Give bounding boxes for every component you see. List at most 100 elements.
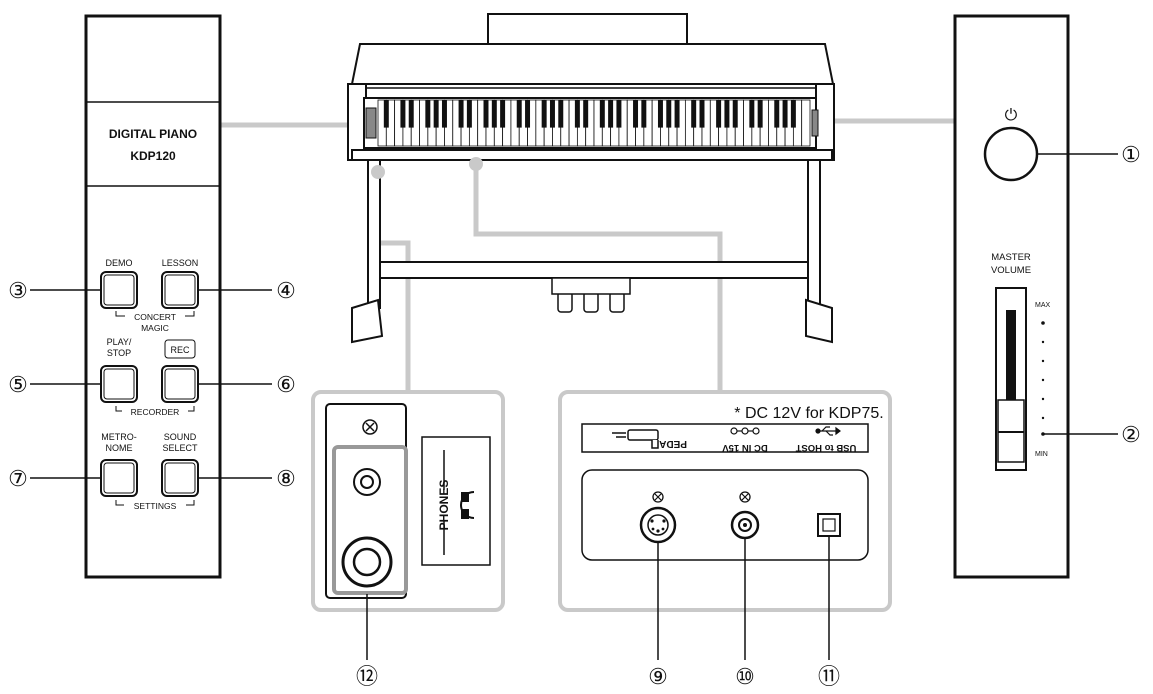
recorder-label: RECORDER bbox=[131, 407, 180, 417]
nome-label: NOME bbox=[106, 443, 133, 453]
power-button[interactable] bbox=[983, 126, 1039, 182]
volume-slider-slot bbox=[1006, 310, 1016, 430]
callout-2: ② bbox=[1121, 422, 1141, 447]
sound-label: SOUND bbox=[164, 432, 197, 442]
black-key bbox=[641, 100, 647, 128]
play-label: PLAY/ bbox=[107, 337, 132, 347]
metronome-button[interactable] bbox=[100, 459, 138, 497]
volume-label: VOLUME bbox=[991, 265, 1031, 276]
callout-7: ⑦ bbox=[8, 466, 28, 491]
callout-12: ⑫ bbox=[356, 664, 378, 689]
black-key bbox=[525, 100, 531, 128]
pedal-label: PEDAL bbox=[653, 438, 687, 449]
rec-button[interactable] bbox=[161, 365, 199, 403]
phones-jack-highlight bbox=[332, 445, 408, 595]
black-key bbox=[633, 100, 639, 128]
rec-label: REC bbox=[170, 345, 190, 355]
black-key bbox=[500, 100, 506, 128]
piano-illustration bbox=[347, 13, 835, 344]
right-callout-leaders bbox=[1037, 153, 1118, 435]
black-key bbox=[433, 100, 439, 128]
demo-label: DEMO bbox=[106, 258, 133, 268]
black-key bbox=[599, 100, 605, 128]
jacks-location-dot bbox=[469, 157, 483, 171]
headphone-icon bbox=[460, 491, 475, 519]
demo-button[interactable] bbox=[100, 271, 138, 309]
callout-10: ⑩ bbox=[735, 664, 755, 689]
black-key bbox=[699, 100, 705, 128]
black-key bbox=[441, 100, 447, 128]
callout-8: ⑧ bbox=[276, 466, 296, 491]
black-key bbox=[691, 100, 697, 128]
left-foot bbox=[351, 298, 384, 344]
usb-icon bbox=[815, 426, 841, 436]
black-key bbox=[657, 100, 663, 128]
dc-note: * DC 12V for KDP75. bbox=[734, 405, 883, 422]
power-symbol: ⏻ bbox=[1005, 107, 1018, 124]
pedal-middle bbox=[583, 291, 599, 313]
black-key bbox=[516, 100, 522, 128]
min-label: MIN bbox=[1035, 451, 1048, 458]
sound-select-button[interactable] bbox=[161, 459, 199, 497]
black-key bbox=[491, 100, 497, 128]
right-foot bbox=[805, 298, 833, 344]
pedal-plug-icon bbox=[612, 429, 659, 449]
phones-detail: PHONES bbox=[311, 390, 505, 612]
callout-3: ③ bbox=[8, 278, 28, 303]
black-key bbox=[549, 100, 555, 128]
left-control-panel: DIGITAL PIANO KDP120 DEMO LESSON CONCERT… bbox=[84, 14, 222, 579]
connector-phones bbox=[375, 172, 411, 392]
black-key bbox=[583, 100, 589, 128]
black-key bbox=[408, 100, 414, 128]
black-key bbox=[749, 100, 755, 128]
connector-lines bbox=[220, 118, 955, 392]
black-key bbox=[757, 100, 763, 128]
black-key bbox=[774, 100, 780, 128]
black-key bbox=[425, 100, 431, 128]
black-key bbox=[782, 100, 788, 128]
phones-label: PHONES bbox=[437, 480, 451, 531]
dc-polarity-icon bbox=[730, 427, 760, 435]
rear-callout-leaders bbox=[657, 536, 830, 660]
black-key bbox=[732, 100, 738, 128]
black-key bbox=[608, 100, 614, 128]
black-key bbox=[400, 100, 406, 128]
volume-scale-dots bbox=[1041, 321, 1045, 436]
black-key bbox=[716, 100, 722, 128]
pedal-left bbox=[557, 291, 573, 313]
piano-lid bbox=[350, 43, 835, 85]
metro-label: METRO- bbox=[101, 432, 137, 442]
phones-label-plate bbox=[421, 436, 491, 566]
magic-label: MAGIC bbox=[141, 323, 169, 333]
black-key bbox=[666, 100, 672, 128]
callout-4: ④ bbox=[276, 278, 296, 303]
black-key bbox=[458, 100, 464, 128]
pedal-right bbox=[609, 291, 625, 313]
black-key bbox=[558, 100, 564, 128]
play-stop-button[interactable] bbox=[100, 365, 138, 403]
black-key bbox=[674, 100, 680, 128]
settings-label: SETTINGS bbox=[134, 501, 177, 511]
select-label: SELECT bbox=[162, 443, 198, 453]
white-key bbox=[801, 99, 811, 147]
callout-9: ⑨ bbox=[648, 664, 668, 689]
lesson-label: LESSON bbox=[162, 258, 199, 268]
callout-1: ① bbox=[1121, 142, 1141, 167]
master-label: MASTER bbox=[991, 252, 1031, 263]
rec-label-box bbox=[164, 339, 196, 359]
model-name: DIGITAL PIANO bbox=[109, 127, 197, 141]
black-key bbox=[383, 100, 389, 128]
black-key bbox=[541, 100, 547, 128]
lesson-button[interactable] bbox=[161, 271, 199, 309]
callout-5: ⑤ bbox=[8, 372, 28, 397]
dc-in-label: DC IN 15V bbox=[722, 442, 768, 453]
concert-label: CONCERT bbox=[134, 312, 176, 322]
black-key bbox=[790, 100, 796, 128]
stop-label: STOP bbox=[107, 348, 131, 358]
connector-rear-jacks bbox=[473, 164, 723, 392]
left-callout-leaders bbox=[30, 289, 272, 479]
black-key bbox=[574, 100, 580, 128]
right-control-panel: ⏻ MASTER VOLUME MAX MIN bbox=[953, 14, 1070, 579]
